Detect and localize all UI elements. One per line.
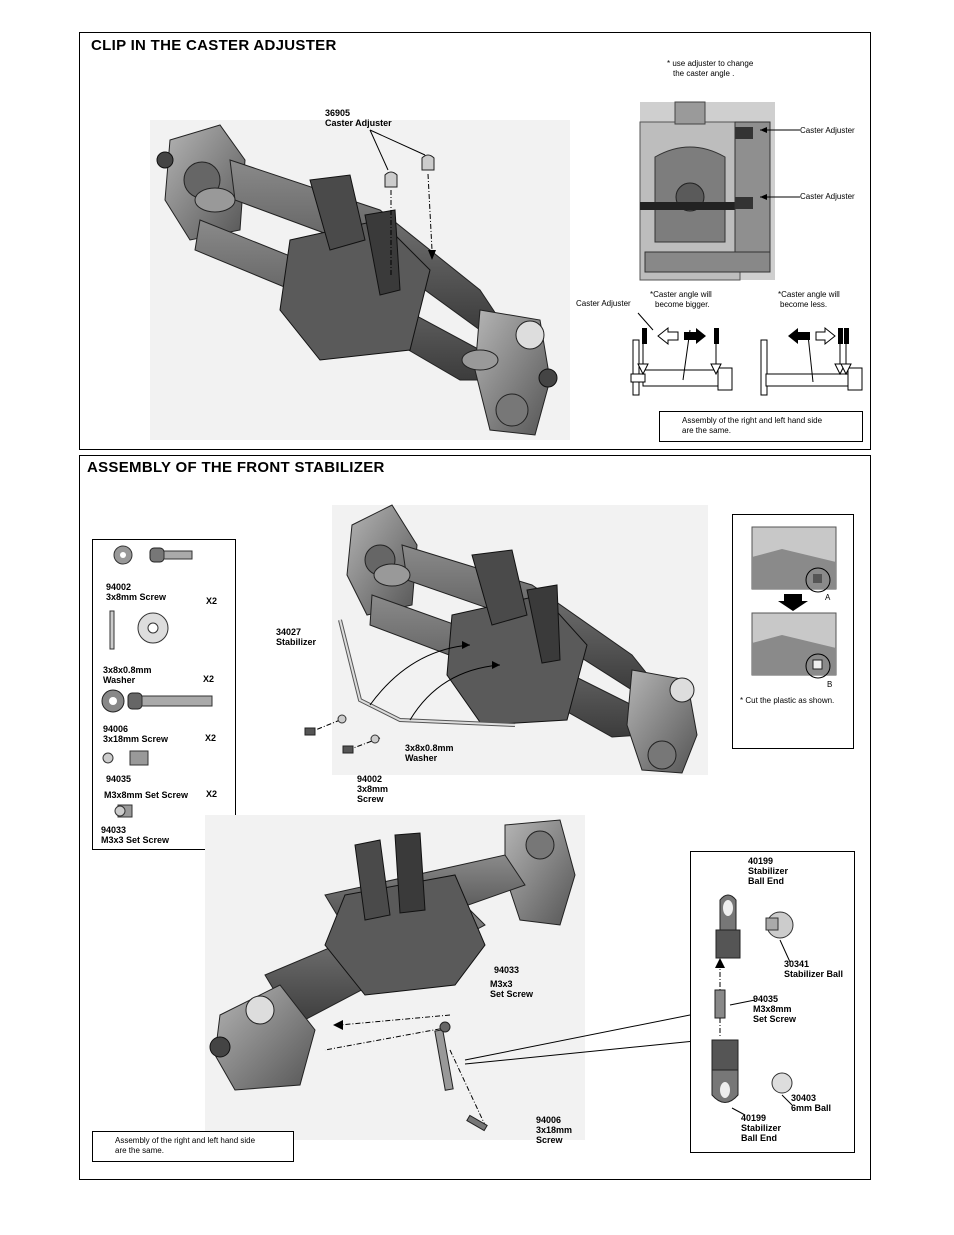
section-title-stabilizer: ASSEMBLY OF THE FRONT STABILIZER <box>87 459 385 476</box>
parts-list-icons <box>101 545 213 818</box>
detail-label-top: Caster Adjuster <box>800 126 855 135</box>
stabilizer-bar <box>304 619 516 754</box>
part-94035-label: 94035 <box>106 774 132 784</box>
part-washer-label: 3x8x0.8mm Washer <box>103 665 152 685</box>
washer-callout: 3x8x0.8mm Washer <box>405 743 454 763</box>
caster-bigger-note: *Caster angle will become bigger. <box>650 290 712 309</box>
stabilizer-top-illustration <box>332 504 708 775</box>
setscrew-callout: 94033 <box>494 965 520 975</box>
detail-label-bottom: Caster Adjuster <box>800 192 855 201</box>
section-title-caster: CLIP IN THE CASTER ADJUSTER <box>91 37 337 54</box>
ball-end-top-label: 40199 Stabilizer Ball End <box>748 856 789 886</box>
ball-6mm-label: 30403 6mm Ball <box>791 1093 832 1113</box>
caster-angle-diagram <box>630 312 863 396</box>
part-94035-name: M3x8mm Set Screw <box>104 790 189 800</box>
part-94035-qty: X2 <box>206 789 218 799</box>
ball-end-illustration <box>711 894 794 1116</box>
caster-assembly-note-box: Assembly of the right and left hand side… <box>659 411 863 442</box>
cut-note: * Cut the plastic as shown. <box>740 696 835 705</box>
ball-end-bottom-label: 40199 Stabilizer Ball End <box>741 1113 782 1143</box>
detail-pointer-lines <box>760 127 800 200</box>
caster-adjuster-detail-photo <box>639 101 775 281</box>
part-94006-qty: X2 <box>205 733 217 743</box>
cut-label-a: A <box>825 593 831 602</box>
ball-set-screw-label: 94035 M3x8mm Set Screw <box>753 994 797 1024</box>
long-screw-callout: 94006 3x18mm Screw <box>536 1115 573 1145</box>
setscrew-callout-detail: M3x3 Set Screw <box>490 979 534 999</box>
part-94033-label: 94033 M3x3 Set Screw <box>101 825 170 845</box>
caster-adjuster-clips <box>369 129 436 275</box>
screw-callout: 94002 3x8mm Screw <box>357 774 389 804</box>
part-94002-qty: X2 <box>206 596 218 606</box>
front-suspension-illustration <box>150 120 570 440</box>
callout-lines <box>464 1011 706 1065</box>
stabilizer-bottom-illustration <box>205 815 585 1140</box>
caster-less-note: *Caster angle will become less. <box>778 290 840 309</box>
caster-adjuster-part-label: 36905 Caster Adjuster <box>325 108 392 128</box>
part-94006-label: 94006 3x18mm Screw <box>103 724 169 744</box>
part-washer-qty: X2 <box>203 674 215 684</box>
part-94002-label: 94002 3x8mm Screw <box>106 582 167 602</box>
cut-label-b: B <box>827 680 833 689</box>
adjuster-note: * use adjuster to change the caster angl… <box>667 59 754 78</box>
stabilizer-assembly-note-box: Assembly of the right and left hand side… <box>92 1131 294 1162</box>
cut-plastic-illustration <box>751 526 837 679</box>
stabilizer-ball-label: 30341 Stabilizer Ball <box>784 959 844 979</box>
stabilizer-label: 34027 Stabilizer <box>276 627 317 647</box>
diagram-caster-adjuster-label: Caster Adjuster <box>576 299 631 308</box>
